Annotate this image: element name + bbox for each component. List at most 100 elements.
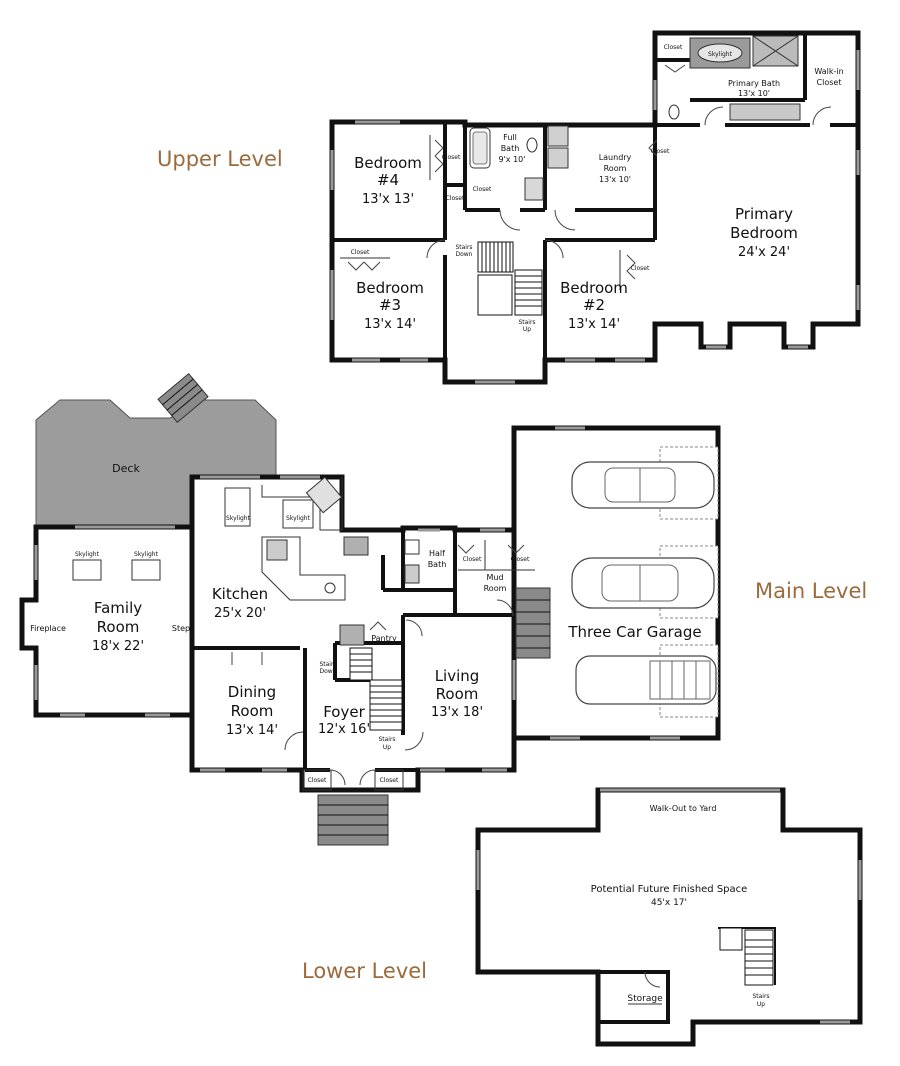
main-level-label: Main Level <box>755 579 867 603</box>
door-swing <box>554 209 576 231</box>
lower-level-plan: Walk-Out to Yard Potential Future Finish… <box>475 787 863 1047</box>
garage-wall <box>511 425 721 741</box>
stairs-down-label2: Down <box>455 251 472 258</box>
garage-step-treads <box>516 599 550 649</box>
family-room-dims: 18'x 22' <box>92 639 144 654</box>
skylight-label: Skylight <box>75 551 100 558</box>
living-room-dims: 13'x 18' <box>431 705 483 720</box>
pantry-door <box>369 621 387 631</box>
bedroom2-number: #2 <box>583 296 605 314</box>
garage-label: Three Car Garage <box>567 623 701 641</box>
closet-label: Closet <box>351 249 370 256</box>
laundry-dims: 13'x 10' <box>599 175 631 184</box>
door-swing <box>329 769 346 786</box>
stair-treads <box>350 653 372 673</box>
door-swing <box>704 106 724 126</box>
walkout-label: Walk-Out to Yard <box>650 804 717 813</box>
closet-label: Closet <box>651 148 670 155</box>
stairs-down-label: Stairs <box>319 661 336 668</box>
skylight-label: Skylight <box>226 515 251 522</box>
vanity <box>524 177 544 201</box>
family-room-name2: Room <box>97 618 140 636</box>
stairs-up-label2: Up <box>383 744 391 751</box>
stairs-up-label2: Up <box>523 326 531 333</box>
closet-door <box>648 139 658 157</box>
bedroom3-number: #3 <box>379 296 401 314</box>
dining-room-name2: Room <box>231 702 274 720</box>
closet-door <box>626 254 636 280</box>
stairs-up-label: Stairs <box>752 993 769 1000</box>
front-step-treads <box>318 804 388 836</box>
kitchen-name: Kitchen <box>212 585 268 603</box>
stairs-up <box>744 929 774 986</box>
primary-bedroom-dims: 24'x 24' <box>738 245 790 260</box>
closet-label: Closet <box>631 265 650 272</box>
closet-label: Closet <box>380 777 399 784</box>
door-swing <box>405 619 423 637</box>
dryer <box>547 147 569 169</box>
closet-label: Closet <box>308 777 327 784</box>
closet-label: Closet <box>442 154 461 161</box>
soaking-tub <box>697 43 743 63</box>
walkin-closet-label2: Closet <box>817 78 842 87</box>
door-swing <box>644 971 661 988</box>
future-space-name: Potential Future Finished Space <box>591 884 748 895</box>
family-room-name: Family <box>94 599 142 617</box>
car <box>571 557 715 609</box>
kitchen-dims: 25'x 20' <box>214 606 266 621</box>
bedroom2-dims: 13'x 14' <box>568 317 620 332</box>
skylight-label: Skylight <box>286 515 311 522</box>
laundry-name2: Room <box>604 164 627 173</box>
closet-label: Closet <box>664 44 683 51</box>
shower-line <box>752 35 799 67</box>
counter <box>261 477 343 531</box>
full-bath-name2: Bath <box>501 144 520 153</box>
toilet <box>668 104 680 120</box>
main-level-plan: Deck Family Room 18'x 22' Fireplace Step… <box>19 372 721 846</box>
sink <box>305 476 343 514</box>
primary-bedroom-name: Primary <box>735 205 793 223</box>
toilet <box>404 539 420 555</box>
bedroom4-dims: 13'x 13' <box>362 192 414 207</box>
island-sink <box>324 582 336 594</box>
skylight <box>282 499 314 529</box>
stairs-down <box>349 647 373 681</box>
door-swing <box>426 239 446 259</box>
laundry-name: Laundry <box>599 153 632 162</box>
full-bath-dims: 9'x 10' <box>499 155 526 164</box>
closet-label: Closet <box>446 195 465 202</box>
foyer-dims: 12'x 16' <box>318 722 370 737</box>
living-room-name2: Room <box>436 685 479 703</box>
french-doors <box>231 652 263 665</box>
storage-wall <box>598 970 670 1024</box>
upper-level-plan: Bedroom #4 13'x 13' Bedroom #3 13'x 14' … <box>329 30 861 385</box>
dining-room-name: Dining <box>228 683 276 701</box>
stairs-up-label2: Up <box>757 1001 765 1008</box>
stairs-down-label: Stairs <box>455 244 472 251</box>
refrigerator <box>339 624 365 646</box>
landing <box>477 274 513 316</box>
half-bath-name: Half <box>429 549 445 558</box>
skylight-label: Skylight <box>134 551 159 558</box>
skylight <box>224 487 251 527</box>
half-bath-name2: Bath <box>428 560 447 569</box>
primary-bedroom-name2: Bedroom <box>730 224 798 242</box>
stair-treads <box>370 685 402 723</box>
primary-bath-dims: 13'x 10' <box>738 89 770 98</box>
bedroom3-dims: 13'x 14' <box>364 317 416 332</box>
door-swing <box>284 731 304 751</box>
refrigerator <box>343 536 369 556</box>
skylight <box>72 559 102 581</box>
future-space-dims: 45'x 17' <box>651 898 687 908</box>
stairs-down <box>477 241 514 273</box>
cooktop <box>266 539 288 561</box>
stairs-up <box>514 269 543 316</box>
lower-level-label: Lower Level <box>302 959 427 983</box>
bathtub-basin <box>472 131 488 165</box>
door-swing <box>499 209 521 231</box>
deck-label: Deck <box>112 462 140 475</box>
storage-label: Storage <box>627 994 663 1004</box>
bedroom2-name: Bedroom <box>560 279 628 297</box>
foyer-name: Foyer <box>323 703 365 721</box>
